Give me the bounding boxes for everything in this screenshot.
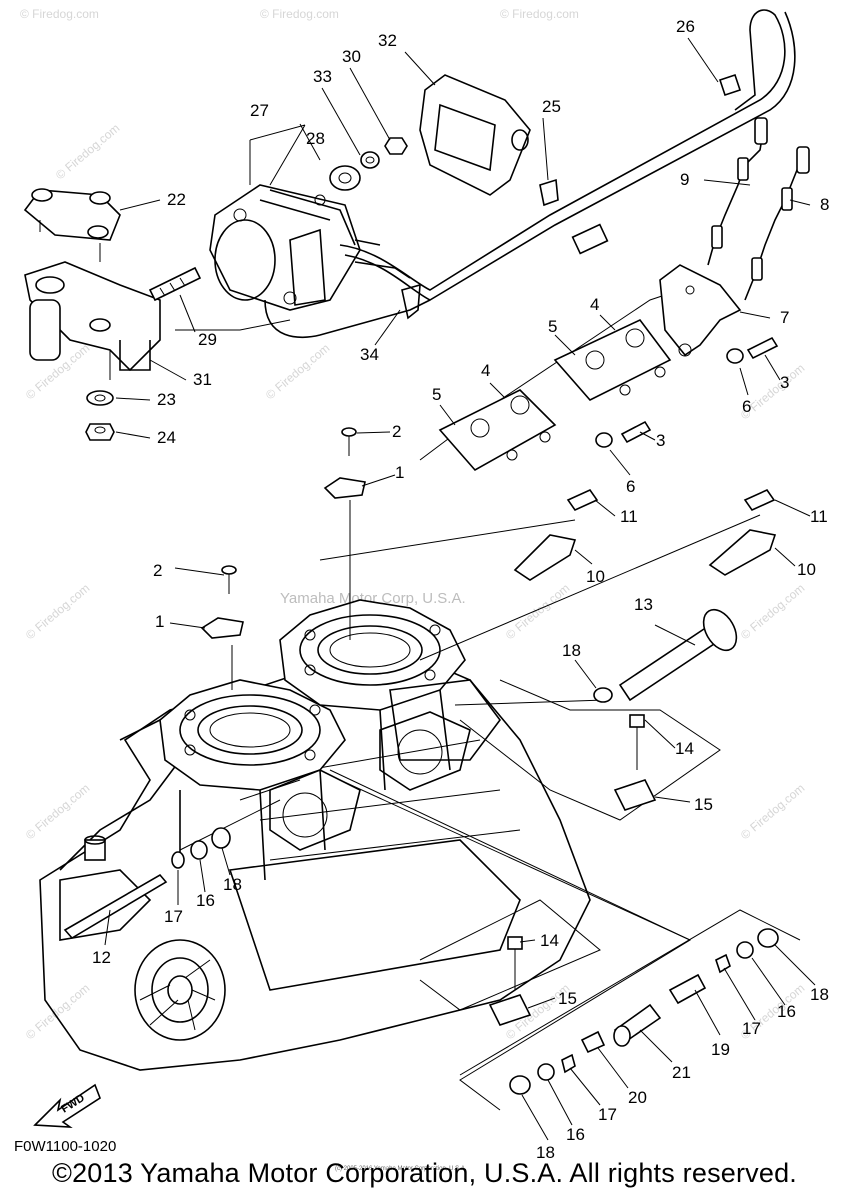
watermark: © Firedog.com: [23, 781, 92, 842]
exhaust-manifold-face: [269, 679, 501, 851]
leader-lines: [104, 37, 816, 1141]
callout-3a: 4: [590, 295, 599, 314]
wire-harness: [264, 9, 796, 339]
callout-12: 12: [92, 948, 111, 967]
shaft-13: [593, 608, 738, 703]
callout-18c: 18: [810, 985, 829, 1004]
watermark: © Firedog.com: [53, 121, 122, 182]
watermark: © Firedog.com: [263, 341, 332, 402]
callout-11b: 11: [810, 507, 828, 526]
callout-1b: 1: [155, 612, 164, 631]
small-notice: (c) 2005-2016 Yamaha Motor Corporation, …: [335, 1166, 467, 1172]
manifold-plate-left: [438, 389, 557, 472]
callout-28: 28: [306, 129, 325, 148]
callout-13: 13: [634, 595, 653, 614]
watermark: © Firedog.com: [23, 581, 92, 642]
fwd-arrow: FWD: [33, 1083, 101, 1128]
callout-16c: 16: [566, 1125, 585, 1144]
callout-18b: 18: [223, 875, 242, 894]
watermark: © Firedog.com: [20, 7, 99, 21]
copyright-notice: ©2013 Yamaha Motor Corporation, U.S.A. A…: [51, 1158, 798, 1188]
callout-25: 25: [542, 97, 561, 116]
watermark: © Firedog.com: [738, 781, 807, 842]
watermark: © Firedog.com: [260, 7, 339, 21]
washer-23: [86, 390, 114, 406]
callout-9: 9: [680, 170, 689, 189]
throttle-cables: [707, 117, 810, 301]
callout-11a: 11: [620, 507, 638, 526]
electrical-box-assembly: [209, 184, 361, 311]
stud-29: [148, 266, 202, 302]
callout-3b: 4: [481, 361, 490, 380]
callout-6a: 6: [742, 397, 751, 416]
figure-code: F0W1100-1020: [14, 1138, 117, 1155]
callout-5a: 3: [780, 373, 789, 392]
callout-32: 32: [378, 31, 397, 50]
callout-29: 29: [198, 330, 217, 349]
callout-4a: 5: [548, 317, 557, 336]
bracket-31: [24, 261, 161, 372]
callout-15b: 15: [558, 989, 577, 1008]
cylinder-1: [159, 679, 346, 881]
cylinder-2: [279, 599, 466, 791]
callout-17a: 17: [164, 907, 183, 926]
callout-4b: 5: [432, 385, 441, 404]
callout-22: 22: [167, 190, 186, 209]
callout-5b: 3: [656, 431, 665, 450]
callout-21: 21: [672, 1063, 691, 1082]
callout-8: 8: [820, 195, 829, 214]
callout-20: 20: [628, 1088, 647, 1107]
callout-30: 30: [342, 47, 361, 66]
watermark: © Firedog.com: [738, 581, 807, 642]
callout-18a: 18: [562, 641, 581, 660]
watermark: © Firedog.com: [500, 7, 579, 21]
callout-15a: 15: [694, 795, 713, 814]
collar-33: [360, 151, 380, 169]
callout-17c: 17: [598, 1105, 617, 1124]
callout-18d: 18: [536, 1143, 555, 1162]
callout-2a: 2: [392, 422, 401, 441]
manifold-plate-right: [553, 318, 672, 401]
lower-right-parts: [509, 928, 779, 1095]
callout-10b: 10: [797, 560, 816, 579]
callout-19: 19: [711, 1040, 730, 1059]
callout-14a: 14: [675, 739, 694, 758]
bracket-7: [659, 264, 742, 357]
callout-14b: 14: [540, 931, 559, 950]
watermark-center: Yamaha Motor Corp, U.S.A.: [280, 590, 466, 607]
callout-6b: 6: [626, 477, 635, 496]
nut-24: [85, 423, 115, 441]
callout-16b: 16: [777, 1002, 796, 1021]
callout-labels: 26 25 32 30 33 28 27 22 29 31 23 24 34 9…: [92, 17, 829, 1162]
callout-33: 33: [313, 67, 332, 86]
callout-2b: 2: [153, 561, 162, 580]
callout-24: 24: [157, 428, 176, 447]
callout-10a: 10: [586, 567, 605, 586]
grommet-28: [329, 165, 361, 191]
screws-and-clips: [200, 336, 779, 1026]
callout-16a: 16: [196, 891, 215, 910]
watermark: © Firedog.com: [23, 981, 92, 1042]
callout-26: 26: [676, 17, 695, 36]
callout-7: 7: [780, 308, 789, 327]
coil-part-32: [419, 74, 531, 196]
callout-27: 27: [250, 101, 269, 120]
watermark: © Firedog.com: [503, 581, 572, 642]
callout-31: 31: [193, 370, 212, 389]
callout-23: 23: [157, 390, 176, 409]
rod-12: [63, 827, 231, 940]
callout-1a: 1: [395, 463, 404, 482]
callout-34: 34: [360, 345, 379, 364]
callout-17b: 17: [742, 1019, 761, 1038]
plate-22: [23, 188, 121, 262]
nut-30: [384, 137, 408, 155]
